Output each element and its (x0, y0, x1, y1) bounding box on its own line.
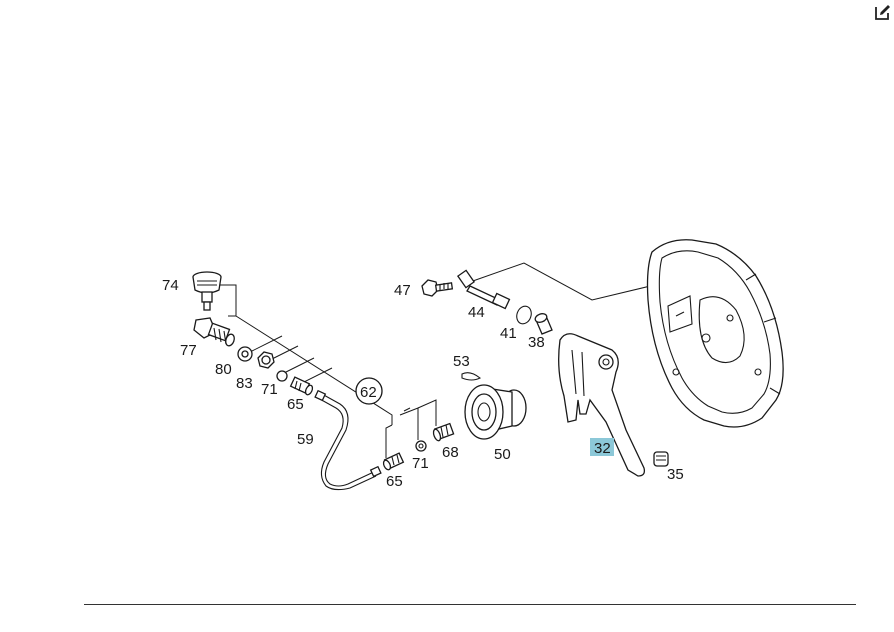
part-83-nut[interactable] (257, 351, 275, 369)
leader-lines-left (208, 284, 437, 458)
label-41[interactable]: 41 (500, 325, 517, 342)
part-35-pivot-stud[interactable] (653, 451, 669, 467)
bottom-divider (84, 604, 856, 605)
part-65-fitting-lower[interactable] (382, 452, 405, 471)
label-71-lower[interactable]: 71 (412, 455, 429, 472)
edit-icon[interactable] (874, 3, 892, 21)
label-47[interactable]: 47 (394, 282, 411, 299)
part-labels: 74 77 80 83 71 65 62 59 65 71 68 47 44 4… (162, 277, 684, 490)
part-68-fitting[interactable] (432, 422, 455, 442)
label-32[interactable]: 32 (594, 440, 611, 457)
part-77-connector[interactable] (193, 317, 236, 347)
part-50-release-bearing[interactable] (464, 384, 527, 440)
label-68[interactable]: 68 (442, 444, 459, 461)
highlight-32 (590, 438, 614, 456)
part-80-washer[interactable] (237, 346, 253, 362)
part-71-ring-lower[interactable] (415, 440, 427, 452)
part-32-release-fork[interactable] (558, 333, 646, 477)
label-62[interactable]: 62 (360, 384, 377, 401)
part-47-bolt[interactable] (421, 279, 454, 297)
part-59-hose[interactable] (314, 389, 382, 491)
label-65-upper[interactable]: 65 (287, 396, 304, 413)
part-71-ring-upper[interactable] (276, 370, 288, 382)
leader-lines-right (469, 262, 693, 301)
label-83[interactable]: 83 (236, 375, 253, 392)
label-53[interactable]: 53 (453, 353, 470, 370)
label-71-upper[interactable]: 71 (261, 381, 278, 398)
label-50[interactable]: 50 (494, 446, 511, 463)
part-44-pushrod[interactable] (456, 269, 511, 310)
part-38-bushing[interactable] (534, 312, 553, 335)
part-62-callout-circle[interactable] (355, 377, 383, 405)
label-44[interactable]: 44 (468, 304, 485, 321)
bell-housing[interactable] (646, 239, 784, 428)
label-65-lower[interactable]: 65 (386, 473, 403, 490)
label-74[interactable]: 74 (162, 277, 179, 294)
part-74-reservoir-cap[interactable] (192, 271, 222, 311)
label-35[interactable]: 35 (667, 466, 684, 483)
label-59[interactable]: 59 (297, 431, 314, 448)
label-80[interactable]: 80 (215, 361, 232, 378)
label-38[interactable]: 38 (528, 334, 545, 351)
part-65-fitting-upper[interactable] (289, 376, 314, 396)
label-77[interactable]: 77 (180, 342, 197, 359)
part-53-clip[interactable] (461, 372, 482, 381)
part-41-ring[interactable] (514, 304, 533, 326)
